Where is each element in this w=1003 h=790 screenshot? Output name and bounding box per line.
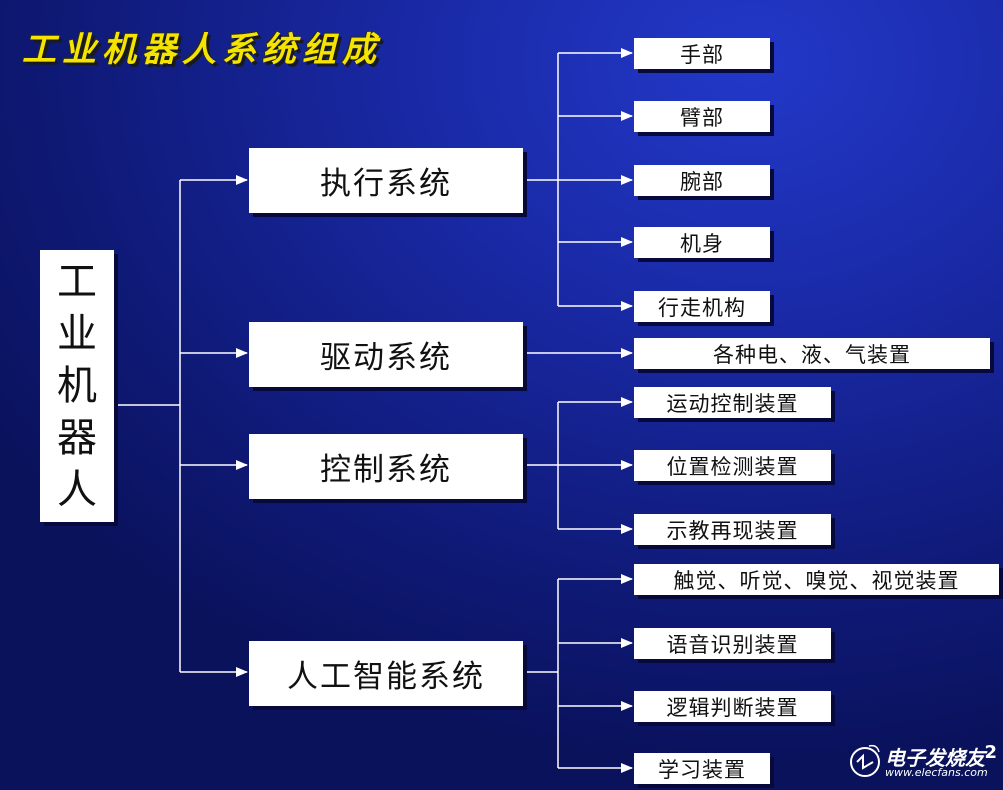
leaf-node-label: 学习装置 bbox=[658, 757, 746, 782]
leaf-node-label: 机身 bbox=[680, 231, 724, 256]
leaf-node: 行走机构 bbox=[634, 291, 770, 322]
leaf-node-label: 触觉、听觉、嗅觉、视觉装置 bbox=[673, 568, 960, 593]
leaf-node: 各种电、液、气装置 bbox=[634, 338, 990, 369]
leaf-node-label: 各种电、液、气装置 bbox=[713, 342, 911, 367]
leaf-node-label: 行走机构 bbox=[658, 295, 746, 320]
leaf-node-label: 位置检测装置 bbox=[666, 454, 799, 479]
leaf-node-label: 示教再现装置 bbox=[666, 518, 799, 543]
leaf-node: 运动控制装置 bbox=[634, 387, 831, 418]
leaf-node: 语音识别装置 bbox=[634, 628, 831, 659]
system-node-drive: 驱动系统 bbox=[249, 322, 523, 387]
system-node-ai: 人工智能系统 bbox=[249, 641, 523, 706]
watermark-name: 电子发烧友 bbox=[885, 746, 985, 770]
leaf-node-label: 逻辑判断装置 bbox=[666, 695, 799, 720]
elecfans-logo-icon bbox=[850, 744, 880, 777]
leaf-node: 触觉、听觉、嗅觉、视觉装置 bbox=[634, 564, 999, 595]
leaf-node-label: 腕部 bbox=[680, 169, 724, 194]
leaf-node: 手部 bbox=[634, 38, 770, 69]
system-node-execution: 执行系统 bbox=[249, 148, 523, 213]
leaf-node-label: 臂部 bbox=[680, 105, 724, 130]
leaf-node: 逻辑判断装置 bbox=[634, 691, 831, 722]
leaf-node: 位置检测装置 bbox=[634, 450, 831, 481]
root-node: 工业机器人 bbox=[40, 250, 114, 522]
leaf-node: 机身 bbox=[634, 227, 770, 258]
slide-number: 2 bbox=[984, 742, 997, 763]
system-node-label: 执行系统 bbox=[320, 166, 452, 202]
watermark: 电子发烧友 www.elecfans.com 2 bbox=[847, 740, 997, 784]
system-node-control: 控制系统 bbox=[249, 434, 523, 499]
root-node-label: 工业机器人 bbox=[57, 259, 97, 513]
leaf-node-label: 语音识别装置 bbox=[666, 632, 799, 657]
leaf-node: 腕部 bbox=[634, 165, 770, 196]
leaf-node-label: 运动控制装置 bbox=[666, 391, 799, 416]
leaf-node: 示教再现装置 bbox=[634, 514, 831, 545]
system-node-label: 控制系统 bbox=[320, 452, 452, 488]
slide-title: 工业机器人系统组成 bbox=[22, 30, 382, 70]
system-node-label: 驱动系统 bbox=[320, 340, 452, 376]
watermark-url: www.elecfans.com bbox=[885, 766, 988, 779]
system-node-label: 人工智能系统 bbox=[287, 659, 485, 695]
leaf-node: 学习装置 bbox=[634, 753, 770, 784]
leaf-node-label: 手部 bbox=[680, 42, 724, 67]
leaf-node: 臂部 bbox=[634, 101, 770, 132]
